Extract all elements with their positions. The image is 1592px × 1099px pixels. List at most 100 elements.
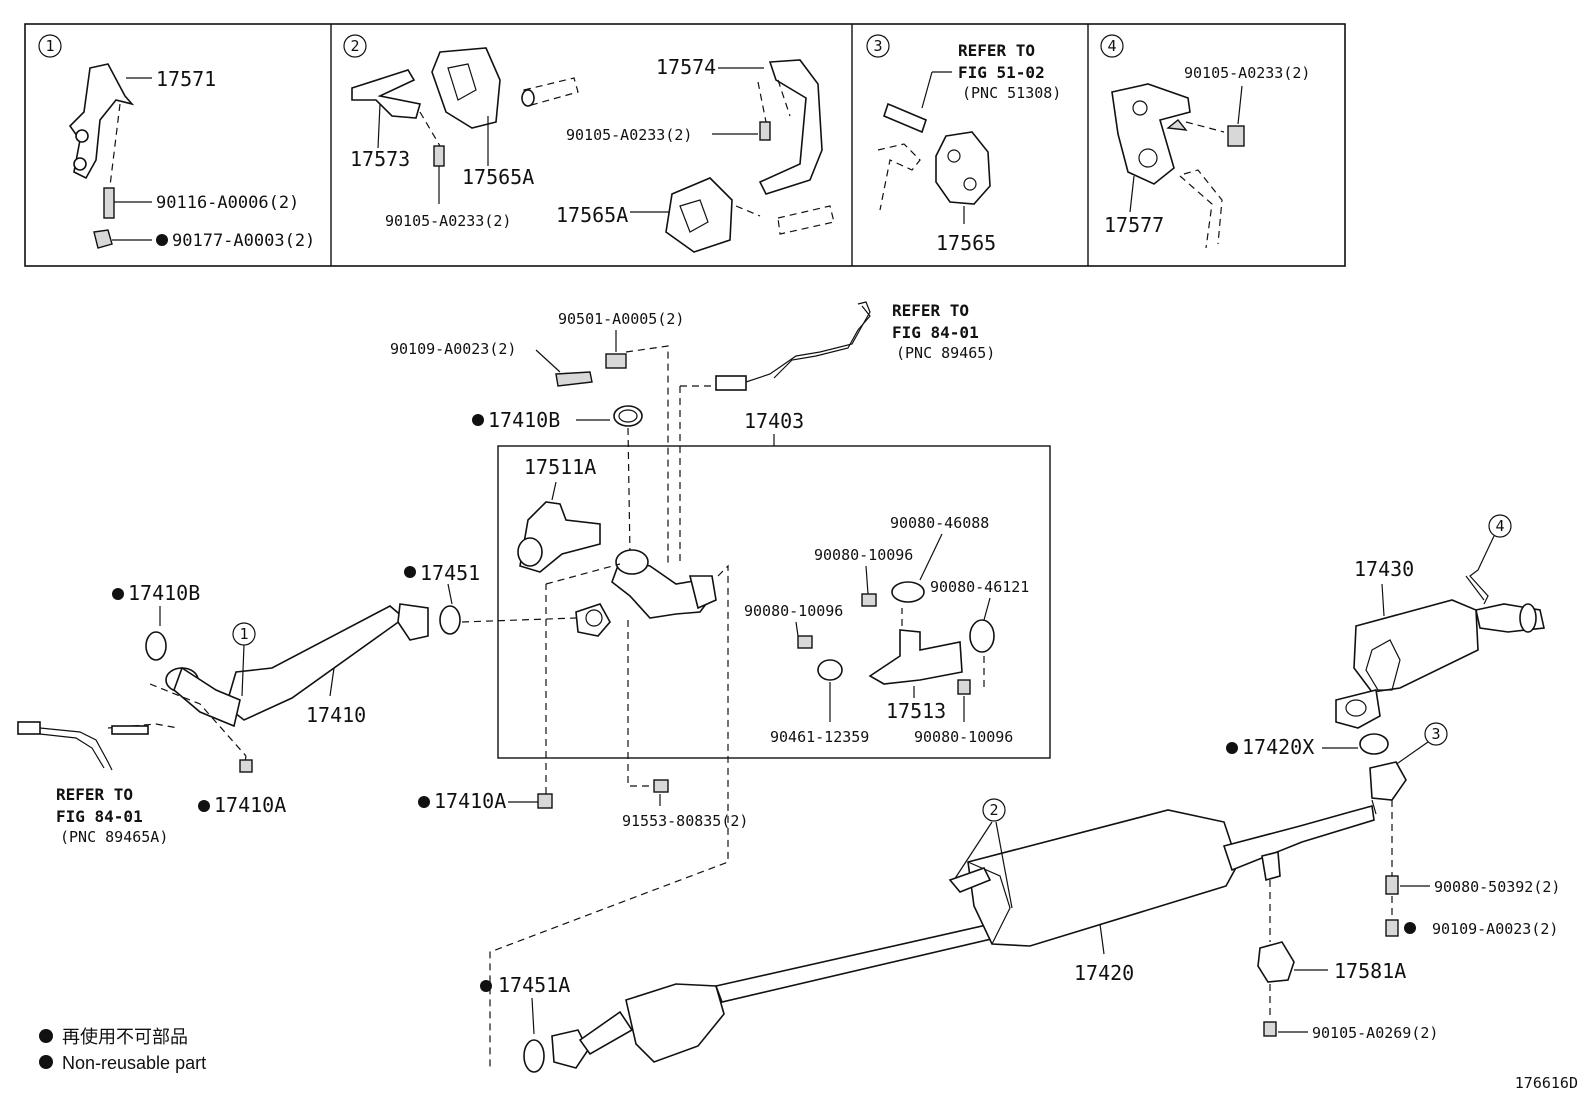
label-17403: 17403 [744,409,804,433]
insulator-17565a-bottom [665,177,733,253]
label-90105-a0269: 90105-A0269(2) [1312,1024,1438,1042]
marker-2-main: 2 [989,801,998,819]
refer-fig-left: FIG 84-01 [56,807,143,826]
bolt-top [555,371,593,387]
label-17430: 17430 [1354,557,1414,581]
refer-pnc-top: (PNC 89465) [896,344,995,362]
label-90080-46088: 90080-46088 [890,514,989,532]
heat-insulator-17513 [868,629,963,685]
label-90461-12359: 90461-12359 [770,728,869,746]
label-17581a: 17581A [1334,959,1406,983]
legend-japanese: 再使用不可部品 [62,1027,188,1047]
hanger-17577 [1111,83,1191,185]
label-90080-10096-a: 90080-10096 [814,546,913,564]
bolt-panel4 [1227,125,1245,147]
label-17410b-top: 17410B [488,408,560,432]
panel-2: 2 17573 17565A 90105-A0233(2) 17574 9010… [343,34,835,253]
oxygen-sensor-top: REFER TO FIG 84-01 (PNC 89465) [679,301,995,564]
refer-to-left: REFER TO [56,785,133,804]
panel-3-marker-number: 3 [873,37,882,55]
panel-4-marker-number: 4 [1107,37,1116,55]
nut [93,229,113,249]
label-17451: 17451 [420,561,480,585]
legend-english: Non-reusable part [62,1053,206,1073]
panel-1: 1 17571 90116-A0006(2) 90177-A0003(2) [38,34,315,251]
insulator-17581a [1257,941,1295,983]
gasket-17410b-top [613,405,643,427]
clamp-46088 [891,581,925,603]
marker-3-main: 3 [1431,725,1440,743]
bolt [433,145,445,167]
label-90105-a0233-mid: 90105-A0233(2) [566,126,692,144]
refer-fig-top: FIG 84-01 [892,323,979,342]
label-90177-a0003: 90177-A0003(2) [172,231,315,251]
label-17511a: 17511A [524,455,596,479]
muffler-17420 [967,809,1239,947]
label-90105-a0233-left: 90105-A0233(2) [385,212,511,230]
refer-to-panel-3: REFER TO [958,41,1035,60]
figure-id: 176616D [1515,1074,1578,1092]
label-17451a: 17451A [498,973,570,997]
catalytic-converter [625,983,725,1063]
pipe-center-long [714,921,1005,1003]
label-17573: 17573 [350,147,410,171]
label-90105-a0233-panel4: 90105-A0233(2) [1184,64,1310,82]
label-90080-10096-c: 90080-10096 [914,728,1013,746]
label-17565: 17565 [936,231,996,255]
panel-2-marker [343,34,367,58]
label-90109-a0023-right: 90109-A0023(2) [1432,920,1558,938]
label-17565a-top: 17565A [462,165,534,189]
label-17577: 17577 [1104,213,1164,237]
label-17410a-left: 17410A [214,793,286,817]
label-90080-50392: 90080-50392(2) [1434,878,1560,896]
label-17574: 17574 [656,55,716,79]
assembly-17403-box [497,445,1051,759]
stud-bolt [103,187,115,219]
refer-pnc-panel-3: (PNC 51308) [962,84,1061,102]
label-17410b-left: 17410B [128,581,200,605]
label-91553-80835: 91553-80835(2) [622,812,748,830]
label-17420: 17420 [1074,961,1134,985]
legend-dot-jp [39,1029,53,1043]
hanger-17573 [351,69,422,119]
label-90501-a0005: 90501-A0005(2) [558,310,684,328]
panel-2-marker-number: 2 [350,37,359,55]
hanger-17574 [758,59,823,195]
clamp-12359 [817,659,843,681]
gasket-17420x [1359,733,1389,755]
muffler-17430 [1353,599,1479,693]
marker-4-main: 4 [1495,517,1504,535]
pipe-stub [883,102,927,134]
legend-dot-en [39,1055,53,1069]
label-17410: 17410 [306,703,366,727]
bracket-17571 [68,63,135,180]
refer-fig-panel-3: FIG 51-02 [958,63,1045,82]
gasket-17410b-left [145,631,167,661]
label-17410a-mid: 17410A [434,789,506,813]
clamp-46121 [969,619,995,653]
panel-1-marker [38,34,62,58]
label-90080-46121: 90080-46121 [930,578,1029,596]
label-17420x: 17420X [1242,735,1314,759]
refer-to-top: REFER TO [892,301,969,320]
panel-4: 4 90105-A0233(2) 17577 [1100,34,1310,249]
insulator-17565a-top [431,47,501,129]
label-90109-a0023-top: 90109-A0023(2) [390,340,516,358]
label-17565a-bottom: 17565A [556,203,628,227]
spring [605,353,627,369]
top-panel-frame [24,23,1346,267]
panel-1-marker-number: 1 [45,37,54,55]
pipe-center [611,559,713,619]
gasket-17451 [439,605,461,635]
label-90116-a0006: 90116-A0006(2) [156,193,299,213]
marker-1-main: 1 [239,625,248,643]
refer-pnc-left: (PNC 89465A) [60,828,168,846]
panel-3: 3 REFER TO FIG 51-02 (PNC 51308) 17565 [866,34,1061,255]
panel-4-marker [1100,34,1124,58]
label-17513: 17513 [886,699,946,723]
oxygen-sensor-left: REFER TO FIG 84-01 (PNC 89465A) [17,721,179,846]
label-17571: 17571 [156,67,216,91]
label-90080-10096-b: 90080-10096 [744,602,843,620]
